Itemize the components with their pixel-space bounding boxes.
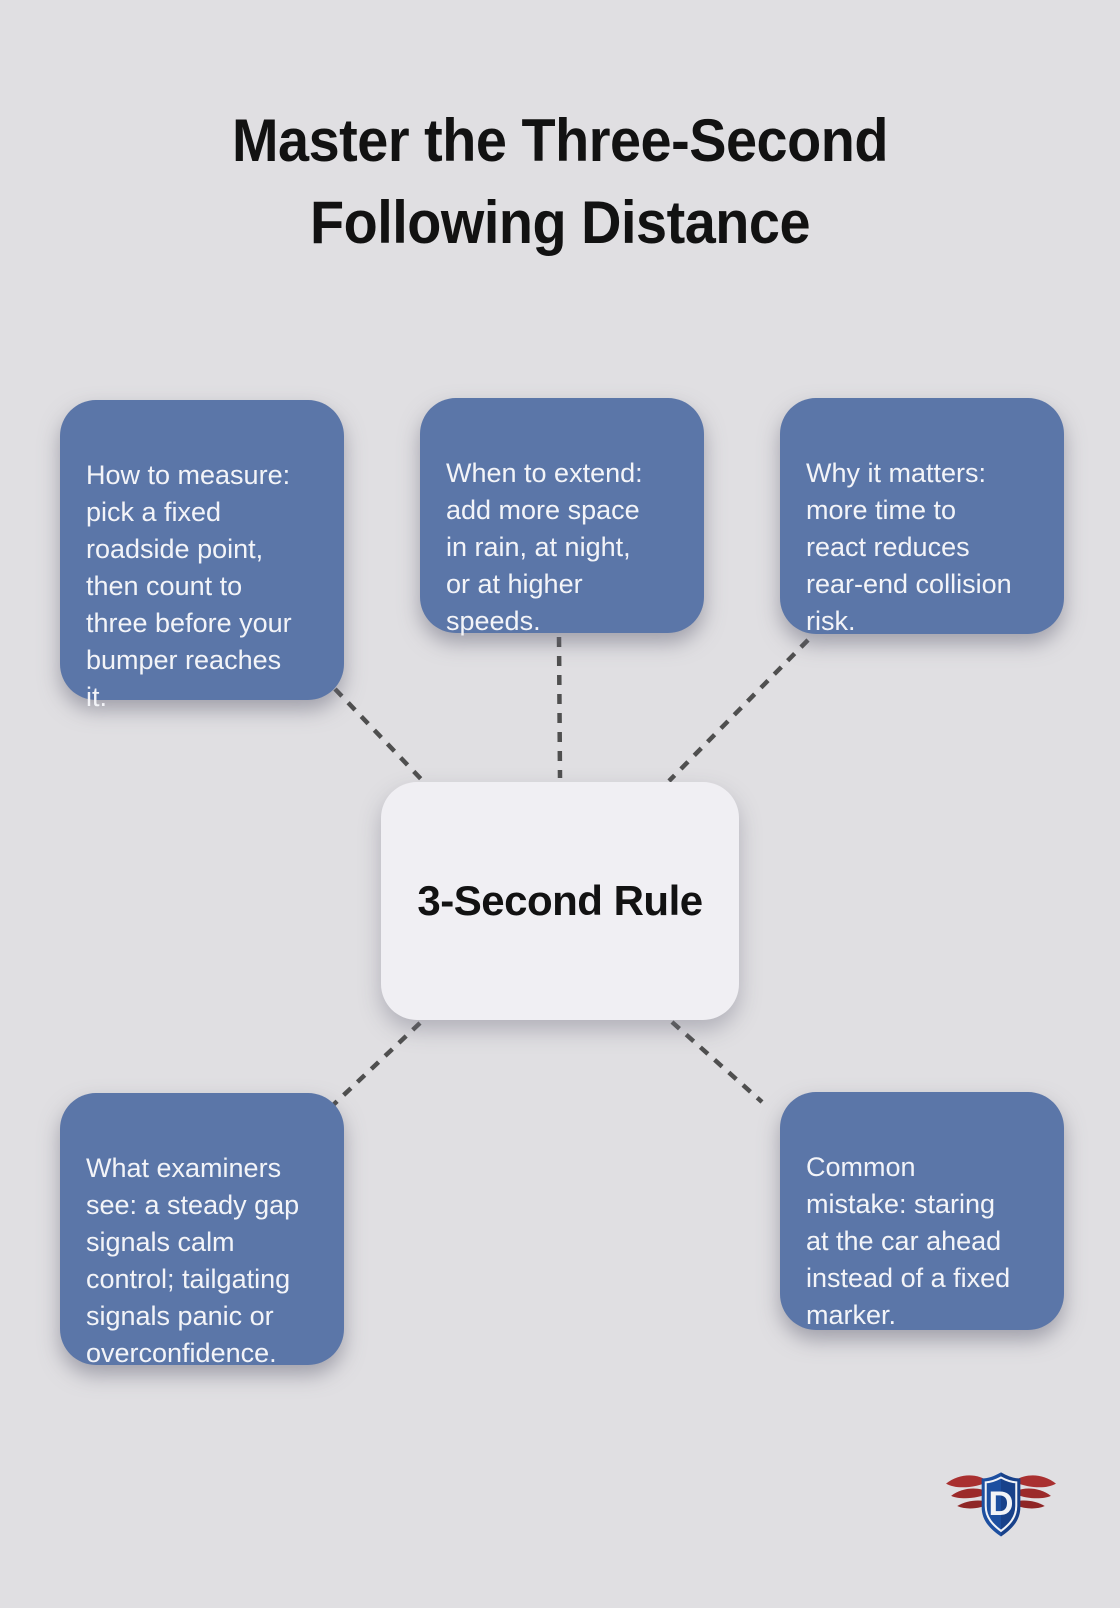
connector-when-to-extend — [556, 636, 563, 779]
center-node: 3-Second Rule — [381, 782, 739, 1020]
page-title: Master the Three-Second Following Distan… — [39, 100, 1081, 264]
branch-why-it-matters-text: Why it matters: more time to react reduc… — [806, 458, 1012, 636]
logo-letter: D — [989, 1485, 1014, 1523]
branch-common-mistake: Common mistake: staring at the car ahead… — [780, 1092, 1064, 1330]
connector-common-mistake — [670, 1020, 764, 1104]
branch-common-mistake-text: Common mistake: staring at the car ahead… — [806, 1152, 1011, 1330]
page-title-line1: Master the Three-Second — [232, 107, 888, 174]
branch-how-to-measure: How to measure: pick a fixed roadside po… — [60, 400, 344, 712]
connector-why-it-matters — [667, 638, 810, 783]
branch-what-examiners-see-text: What examiners see: a steady gap signals… — [86, 1153, 300, 1368]
branch-how-to-measure-text: How to measure: pick a fixed roadside po… — [86, 460, 292, 712]
branch-why-it-matters: Why it matters: more time to react reduc… — [780, 398, 1064, 636]
connector-how-to-measure — [333, 687, 423, 781]
logo-shield: D — [981, 1472, 1021, 1537]
brand-logo: D — [946, 1472, 1056, 1537]
center-node-label: 3-Second Rule — [417, 877, 703, 924]
page-title-line2: Following Distance — [309, 189, 811, 256]
branch-when-to-extend: When to extend: add more space in rain, … — [420, 398, 704, 636]
connector-what-examiners-see — [329, 1021, 422, 1109]
branch-when-to-extend-text: When to extend: add more space in rain, … — [446, 458, 643, 636]
branch-what-examiners-see: What examiners see: a steady gap signals… — [60, 1093, 344, 1368]
